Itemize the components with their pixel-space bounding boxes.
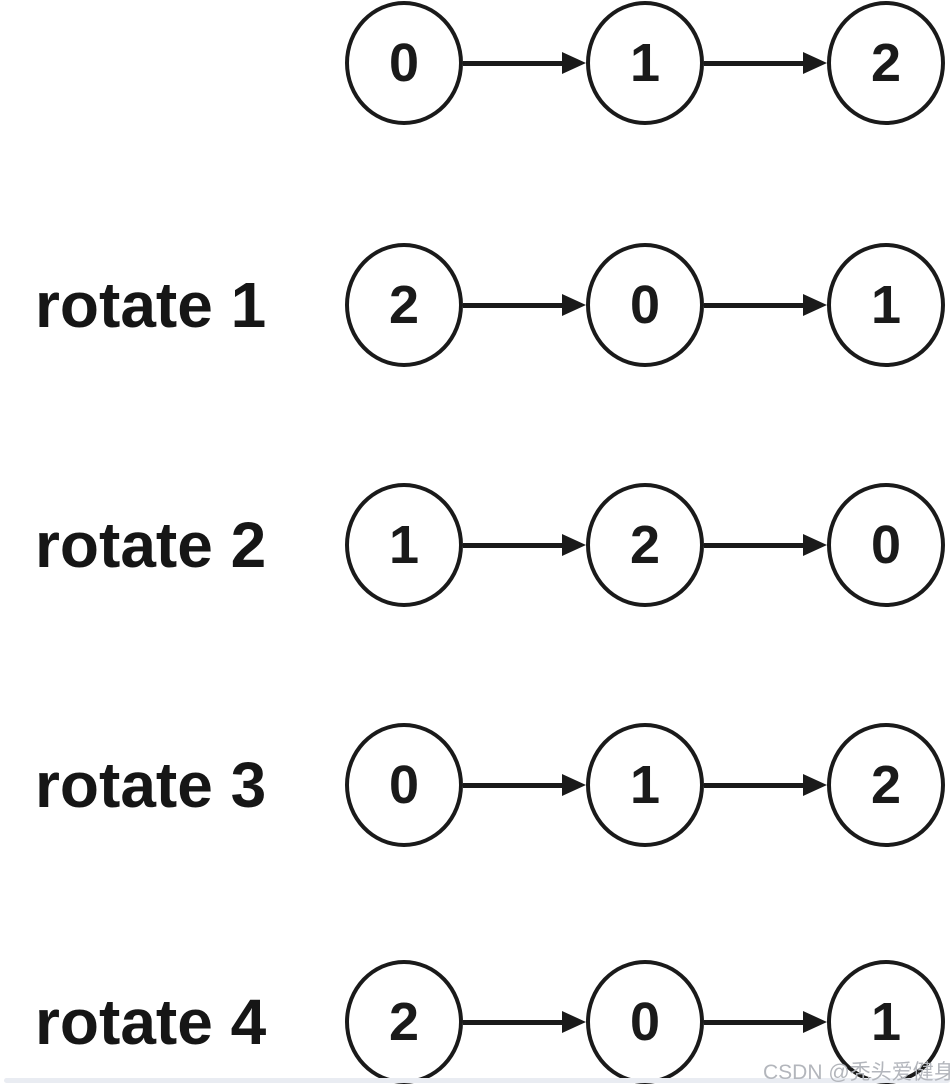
node-value: 2: [870, 33, 902, 93]
node-value: 1: [629, 755, 661, 815]
node-value: 2: [388, 275, 420, 335]
row-label: rotate 4: [35, 986, 267, 1058]
arrow-right-icon: [704, 483, 827, 607]
list-node: 2: [345, 960, 463, 1084]
arrow-right-icon: [463, 483, 586, 607]
list-node: 2: [827, 1, 945, 125]
row-label: rotate 3: [35, 749, 267, 821]
list-node: 0: [586, 960, 704, 1084]
node-value: 1: [629, 33, 661, 93]
linked-list-chain: 2 0 1: [345, 960, 945, 1084]
arrow-right-icon: [463, 243, 586, 367]
node-value: 0: [870, 515, 902, 575]
list-row-rotate-1: rotate 1 2 0 1: [0, 243, 950, 367]
arrow-right-icon: [704, 1, 827, 125]
node-value: 1: [870, 992, 902, 1052]
linked-list-chain: 2 0 1: [345, 243, 945, 367]
node-value: 0: [388, 755, 420, 815]
list-node: 1: [827, 243, 945, 367]
bottom-divider: [4, 1078, 950, 1083]
csdn-watermark: CSDN @秃头爱健身: [763, 1061, 950, 1084]
arrow-right-icon: [463, 723, 586, 847]
node-value: 0: [629, 275, 661, 335]
node-value: 2: [629, 515, 661, 575]
arrow-right-icon: [704, 960, 827, 1084]
node-value: 0: [629, 992, 661, 1052]
node-value: 2: [870, 755, 902, 815]
list-node: 0: [827, 483, 945, 607]
list-node: 1: [827, 960, 945, 1084]
node-value: 1: [388, 515, 420, 575]
row-label: rotate 1: [35, 269, 267, 341]
list-node: 0: [345, 723, 463, 847]
arrow-right-icon: [463, 1, 586, 125]
list-node: 2: [586, 483, 704, 607]
linked-list-chain: 0 1 2: [345, 1, 945, 125]
linked-list-chain: 1 2 0: [345, 483, 945, 607]
list-node: 1: [345, 483, 463, 607]
list-node: 2: [827, 723, 945, 847]
list-row-rotate-4: rotate 4 2 0 1: [0, 960, 950, 1084]
arrow-right-icon: [704, 243, 827, 367]
list-node: 0: [345, 1, 463, 125]
arrow-right-icon: [704, 723, 827, 847]
arrow-right-icon: [463, 960, 586, 1084]
row-label: rotate 2: [35, 509, 267, 581]
linked-list-chain: 0 1 2: [345, 723, 945, 847]
list-node: 0: [586, 243, 704, 367]
node-value: 1: [870, 275, 902, 335]
node-value: 2: [388, 992, 420, 1052]
list-node: 1: [586, 723, 704, 847]
list-row-rotate-3: rotate 3 0 1 2: [0, 723, 950, 847]
list-row-rotate-2: rotate 2 1 2 0: [0, 483, 950, 607]
list-node: 2: [345, 243, 463, 367]
list-node: 1: [586, 1, 704, 125]
node-value: 0: [388, 33, 420, 93]
list-row-original: 0 1 2: [0, 1, 950, 125]
